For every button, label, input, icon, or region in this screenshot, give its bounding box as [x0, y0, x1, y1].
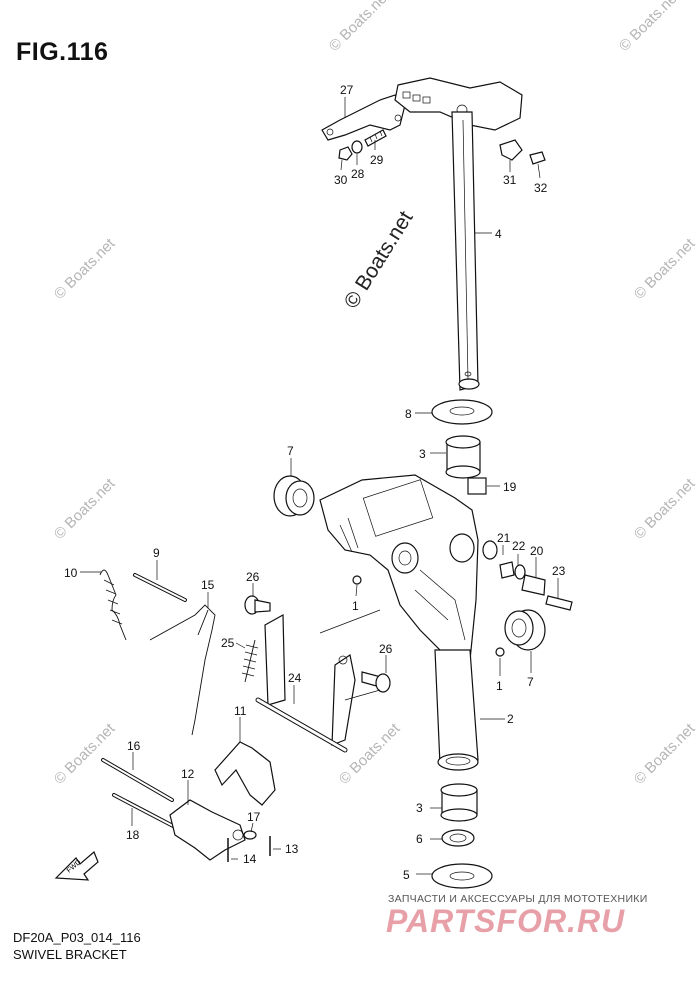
watermark: © Boats.net: [631, 235, 698, 303]
leader-lines: [80, 97, 559, 875]
callout-18: 18: [126, 828, 140, 842]
callout-20: 20: [530, 544, 544, 558]
watermark: © Boats.net: [631, 720, 698, 788]
watermark: © Boats.net: [51, 235, 119, 303]
callout-13: 13: [285, 842, 299, 856]
callout-3: 3: [419, 447, 426, 461]
callout-24: 24: [288, 671, 302, 685]
callout-32: 32: [534, 181, 548, 195]
watermark-center: © Boats.net: [340, 207, 418, 313]
pad-19: [467, 477, 487, 495]
callout-21: 21: [497, 531, 511, 545]
bushing-3-lower: [440, 783, 478, 822]
spring-25: [241, 639, 259, 683]
watermark: © Boats.net: [51, 720, 119, 788]
callout-27: 27: [340, 83, 354, 97]
spring-10: [99, 569, 127, 641]
lever-12: [169, 799, 246, 861]
callout-17: 17: [247, 810, 261, 824]
callout-1: 1: [496, 679, 503, 693]
callout-19: 19: [503, 480, 517, 494]
callout-9: 9: [153, 546, 160, 560]
fwd-arrow: FWD: [54, 850, 99, 881]
callout-10: 10: [64, 566, 78, 580]
steering-shaft-4: [451, 111, 480, 391]
steering-bracket-27: [321, 94, 406, 141]
figure-title: FIG.116: [16, 38, 109, 66]
hardware-31-32: [499, 139, 546, 165]
bushing-7-left: [273, 475, 315, 517]
callout-31: 31: [503, 173, 517, 187]
callout-3: 3: [416, 801, 423, 815]
washer-17: [243, 830, 257, 840]
callout-26: 26: [379, 642, 393, 656]
washer-6: [441, 829, 475, 847]
callout-26: 26: [246, 570, 260, 584]
callout-7: 7: [527, 675, 534, 689]
callout-25: 25: [221, 636, 235, 650]
callout-15: 15: [201, 578, 215, 592]
reverse-lock-arm-15: [149, 604, 216, 736]
promo-logo: PARTSFOR.RU: [386, 903, 626, 939]
callout-14: 14: [243, 852, 257, 866]
watermark: © Boats.net: [51, 475, 119, 543]
pin-26-lower: [361, 671, 391, 693]
screw-1: [352, 575, 362, 585]
callout-5: 5: [403, 868, 410, 882]
callout-28: 28: [351, 167, 365, 181]
watermark: © Boats.net: [616, 0, 684, 55]
tilt-lock-lever-24: [255, 613, 356, 753]
callout-23: 23: [552, 564, 566, 578]
callout-16: 16: [127, 739, 141, 753]
washer-8: [431, 399, 493, 425]
callout-8: 8: [405, 407, 412, 421]
callout-30: 30: [334, 173, 348, 187]
steering-handle-bracket: [394, 77, 523, 131]
swivel-housing-2: [434, 649, 479, 771]
callout-22: 22: [512, 539, 526, 553]
watermark: © Boats.net: [631, 475, 698, 543]
figure-code: DF20A_P03_014_116: [13, 930, 141, 945]
figure-caption: SWIVEL BRACKET: [13, 947, 127, 962]
callout-7: 7: [287, 444, 294, 458]
promo-tagline: ЗАПЧАСТИ И АКСЕССУАРЫ ДЛЯ МОТОТЕХНИКИ: [388, 893, 648, 905]
watermark: © Boats.net: [326, 0, 394, 55]
swivel-bracket-body: [319, 474, 479, 666]
callout-labels: 27 29 28 30 31 32 4 8 3 19 7 21 22 20 23…: [64, 83, 566, 882]
hardware-28-29-30: [338, 129, 387, 161]
callout-6: 6: [416, 832, 423, 846]
callout-29: 29: [370, 153, 384, 167]
callout-12: 12: [181, 767, 195, 781]
callout-1: 1: [352, 599, 359, 613]
callout-11: 11: [234, 704, 247, 718]
bushing-3-upper: [445, 435, 481, 479]
bushing-7-right: [504, 609, 546, 651]
bracket-11: [214, 741, 276, 806]
callout-4: 4: [495, 227, 502, 241]
hardware-20-23: [482, 540, 573, 611]
callout-2: 2: [507, 712, 514, 726]
pin-26-upper: [244, 595, 271, 615]
screw-1: [495, 647, 505, 657]
washer-5: [431, 863, 493, 889]
